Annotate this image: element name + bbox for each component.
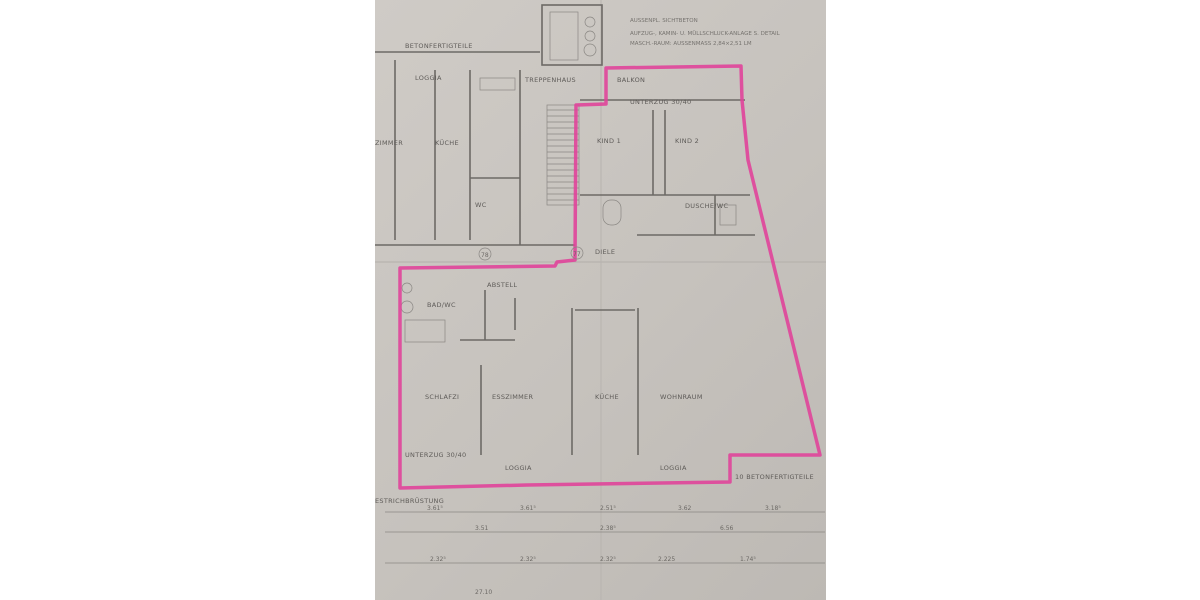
beam-label: UNTERZUG 30/40 — [630, 98, 691, 106]
dimension-value: 1.74⁵ — [740, 556, 756, 563]
section-marker-label: 78 — [481, 252, 489, 259]
dimension-value: 3.18⁵ — [765, 505, 781, 512]
room-label-abstell: ABSTELL — [487, 281, 517, 289]
fertigteile-label: 10 BETONFERTIGTEILE — [735, 473, 814, 481]
fertigteile-label: BETONFERTIGTEILE — [405, 42, 473, 50]
room-label-dusche: DUSCHE/WC — [685, 202, 728, 210]
room-label-diele: DIELE — [595, 248, 615, 256]
room-label-kueche: KÜCHE — [595, 392, 619, 401]
room-label-kind1: KIND 1 — [597, 137, 621, 145]
beam-label: UNTERZUG 30/40 — [405, 451, 466, 459]
room-label-schlafzimmer: SCHLAFZI — [425, 393, 459, 401]
total-dimension: 27.10 — [475, 589, 492, 596]
estrich-label: ESTRICHBRÜSTUNG — [375, 496, 444, 505]
room-label-loggia: LOGGIA — [505, 464, 532, 472]
dimension-value: 3.51 — [475, 525, 489, 532]
floor-plan-drawing: AUSSENPL. SICHTBETON AUFZUG-, KAMIN- U. … — [375, 0, 826, 600]
note-text: AUFZUG-, KAMIN- U. MÜLLSCHLUCK-ANLAGE S.… — [630, 30, 781, 37]
dimension-value: 3.61⁵ — [427, 505, 443, 512]
section-marker-label: 77 — [573, 251, 581, 258]
note-text: AUSSENPL. SICHTBETON — [630, 18, 698, 24]
room-label-wohnraum: WOHNRAUM — [660, 393, 703, 401]
elevator-shaft — [541, 4, 603, 66]
dimension-value: 2.32⁵ — [520, 556, 536, 563]
dimension-value: 2.51⁵ — [600, 505, 616, 512]
section-marker — [478, 247, 492, 261]
room-label-balkon: BALKON — [617, 76, 645, 84]
section-marker — [570, 246, 584, 260]
note-text: MASCH.-RAUM: AUSSENMASS 2,84×2,51 LM — [630, 41, 752, 47]
dimension-value: 3.62 — [678, 505, 692, 512]
dimension-value: 2.32⁵ — [600, 556, 616, 563]
room-label-zimmer-left: ZIMMER — [375, 139, 403, 147]
dimension-value: 2.32⁵ — [430, 556, 446, 563]
floor-plan-photo: AUSSENPL. SICHTBETON AUFZUG-, KAMIN- U. … — [375, 0, 826, 600]
apartment-outline — [398, 64, 822, 490]
room-label-kueche-left: KÜCHE — [435, 138, 459, 147]
room-label-bad: BAD/WC — [427, 301, 456, 309]
dimension-value: 3.61⁵ — [520, 505, 536, 512]
dimension-value: 2.38⁵ — [600, 525, 616, 532]
room-label-loggia: LOGGIA — [660, 464, 687, 472]
room-label-esszimmer: ESSZIMMER — [492, 393, 533, 401]
apartment-interior-walls — [400, 99, 755, 455]
dimension-value: 6.56 — [720, 525, 734, 532]
dimension-value: 2.225 — [658, 556, 675, 563]
room-label-wc: WC — [475, 201, 487, 209]
staircase — [546, 104, 580, 206]
room-label-kind2: KIND 2 — [675, 137, 699, 145]
room-label-treppenhaus: TREPPENHAUS — [524, 76, 576, 84]
room-label-loggia-left: LOGGIA — [415, 74, 442, 82]
neighbor-apartment-walls — [375, 51, 575, 246]
